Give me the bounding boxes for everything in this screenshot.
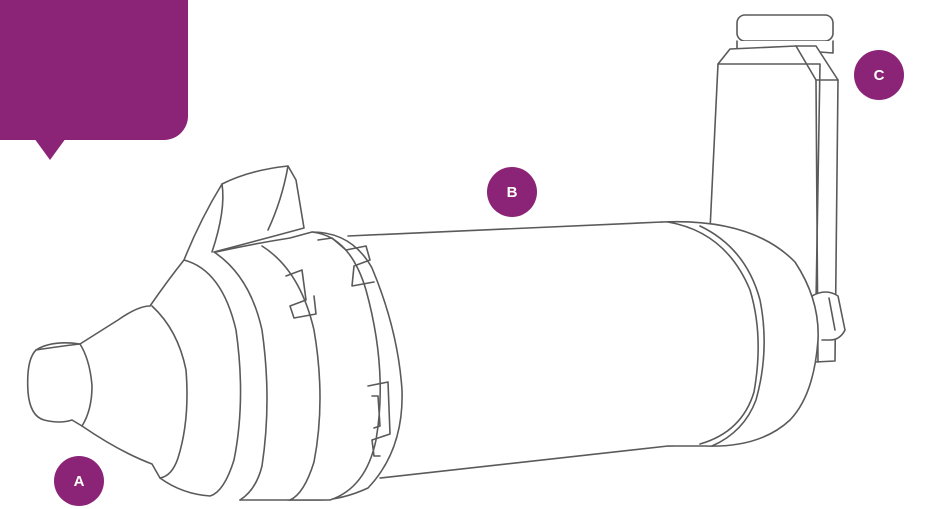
mouthpiece-outline — [26, 259, 242, 497]
marker-c[interactable]: C — [854, 50, 904, 100]
marker-a[interactable]: A — [54, 456, 104, 506]
callout-box — [0, 0, 188, 140]
marker-c-label: C — [873, 66, 885, 84]
marker-b-label: B — [506, 183, 518, 201]
marker-a-label: A — [73, 472, 85, 490]
canister-outline — [709, 14, 846, 363]
callout-pointer — [34, 138, 66, 160]
collar-outline — [213, 231, 403, 501]
fin-outline — [183, 165, 305, 261]
marker-b[interactable]: B — [487, 167, 537, 217]
chamber-outline — [347, 220, 819, 479]
